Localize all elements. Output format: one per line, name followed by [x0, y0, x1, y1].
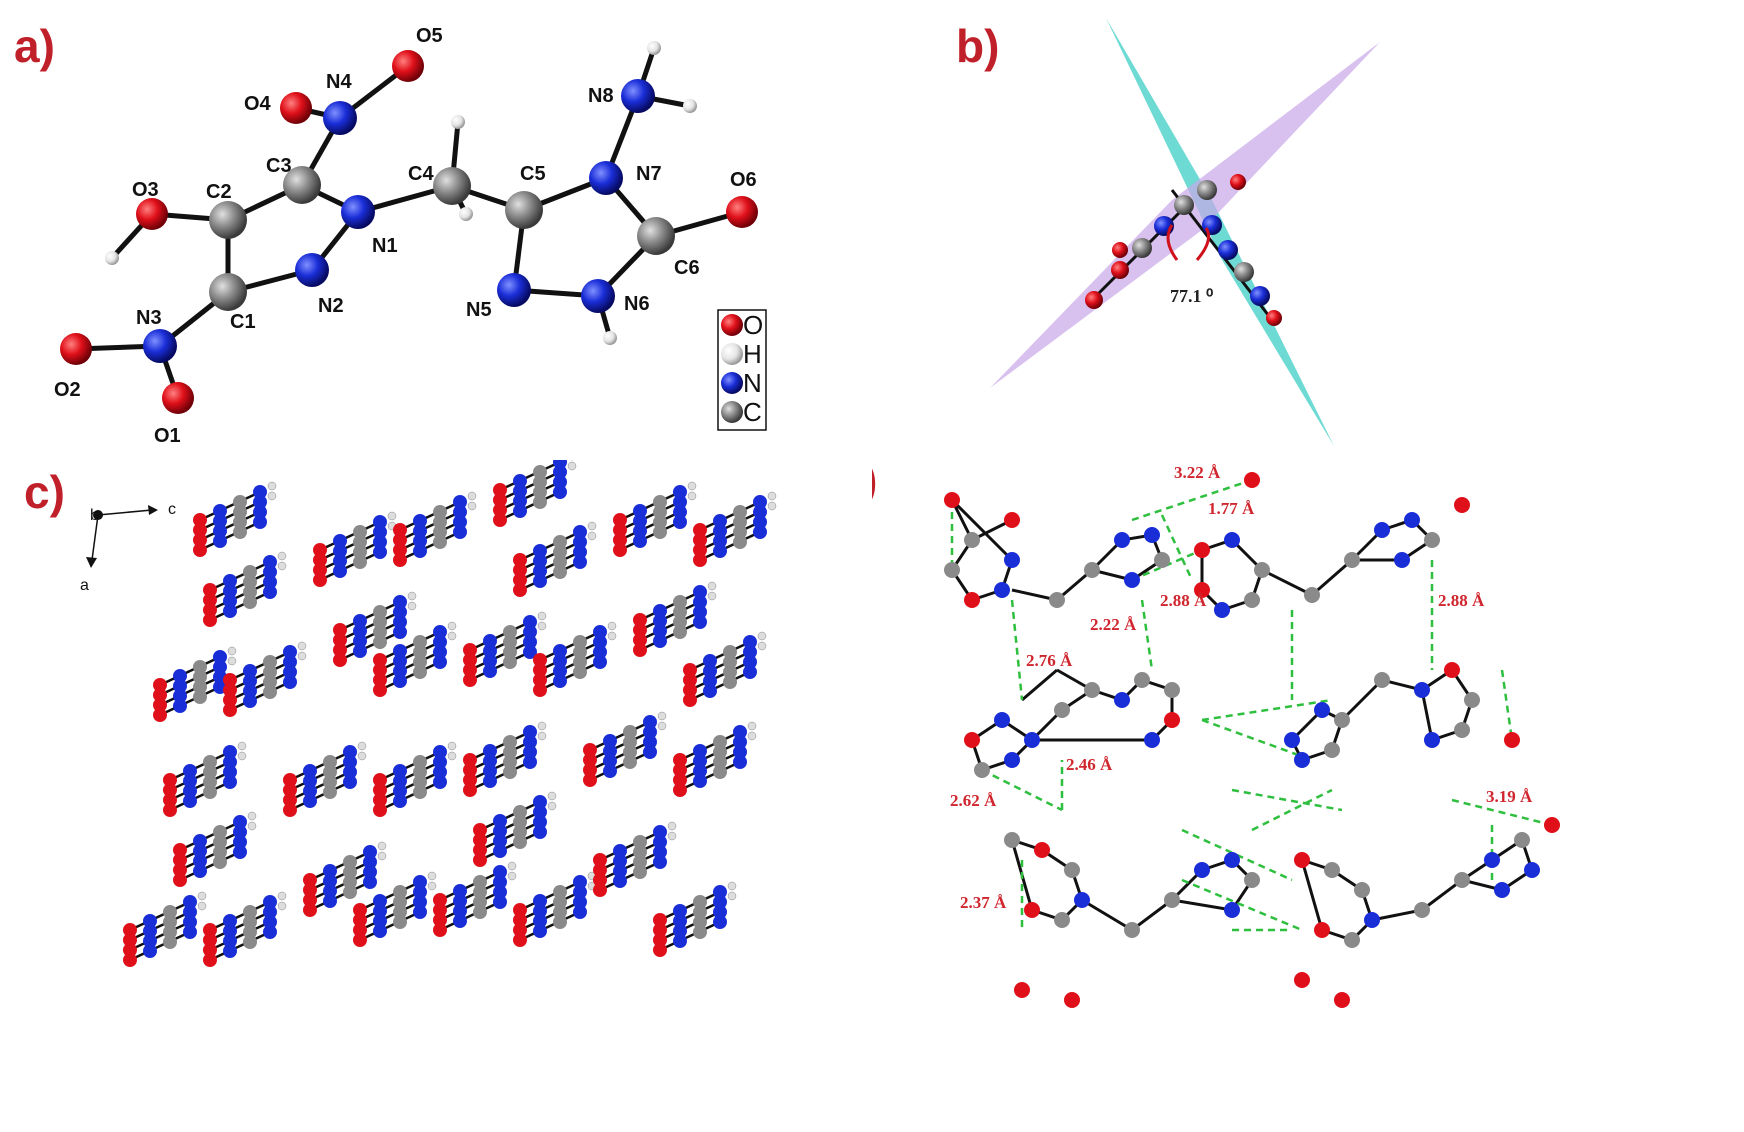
- molecule-stacks: [121, 460, 778, 969]
- panel-b: b) 77.1 ⁰: [872, 0, 1744, 460]
- label-C1: C1: [230, 311, 256, 333]
- distance-label-10: 2.37 Å: [960, 893, 1007, 912]
- atom-O4: [280, 92, 312, 124]
- atom-O1: [162, 382, 194, 414]
- atom-C6: [637, 217, 675, 255]
- distance-label-2: 1.77 Å: [1208, 499, 1255, 518]
- distance-label-3: 2.88 Å: [1160, 591, 1207, 610]
- distance-labels: 3.22 Å 1.77 Å 2.88 Å 2.22 Å 2.88 Å 2.76 …: [950, 463, 1533, 912]
- label-N2: N2: [318, 295, 344, 317]
- atom-H-O3: [105, 251, 119, 265]
- axis-indicator: b c a: [80, 501, 176, 594]
- label-O3: O3: [132, 179, 159, 201]
- plane-teal: [1106, 18, 1334, 446]
- label-O1: O1: [154, 425, 181, 447]
- legend-hydrogen: H: [743, 339, 762, 369]
- panel-d: d): [872, 460, 1744, 1132]
- atom-N3: [143, 329, 177, 363]
- panel-d-label: d): [872, 460, 877, 506]
- atom-N7: [589, 161, 623, 195]
- label-N1: N1: [372, 235, 398, 257]
- atom-N8: [621, 79, 655, 113]
- axis-c-label: c: [168, 501, 176, 518]
- legend-nitrogen: N: [743, 368, 762, 398]
- legend-oxygen: O: [743, 310, 763, 340]
- network-bonds: [950, 498, 1534, 942]
- label-O4: O4: [244, 93, 272, 115]
- legend-carbon: C: [743, 397, 762, 427]
- atom-legend: O H N C: [717, 309, 767, 431]
- atom-H-N8b: [683, 99, 697, 113]
- label-N8: N8: [588, 85, 614, 107]
- atom-H-C4a: [451, 115, 465, 129]
- angle-arc-left: [1166, 224, 1179, 261]
- atom-C3: [283, 166, 321, 204]
- atom-C2: [209, 201, 247, 239]
- panel-c: c) b c a: [0, 460, 872, 1132]
- legend-oxygen-swatch: [721, 314, 743, 336]
- label-O5: O5: [416, 25, 443, 47]
- legend-hydrogen-swatch: [721, 343, 743, 365]
- edge-on-atoms: [1085, 174, 1282, 326]
- atom-N4: [323, 101, 357, 135]
- hbonds: [950, 478, 1553, 932]
- distance-label-9: 3.19 Å: [1486, 787, 1533, 806]
- axis-b-label: b: [90, 507, 99, 524]
- atom-labels: O2 O1 N3 C1 C2 O3 C3 N2 N1 N4 O4 O5 C4 C…: [54, 25, 757, 447]
- dihedral-planes: b) 77.1 ⁰: [956, 18, 1380, 446]
- axis-a-label: a: [80, 577, 89, 594]
- atom-N2: [295, 253, 329, 287]
- distance-label-8: 2.62 Å: [950, 791, 997, 810]
- atom-O5: [392, 50, 424, 82]
- atoms: [60, 41, 758, 414]
- label-O2: O2: [54, 379, 81, 401]
- label-O6: O6: [730, 169, 757, 191]
- atom-H-N6: [603, 331, 617, 345]
- distance-label-5: 2.88 Å: [1438, 591, 1485, 610]
- label-N6: N6: [624, 293, 650, 315]
- legend-carbon-swatch: [721, 401, 743, 423]
- panel-a-label: a): [14, 20, 55, 72]
- atom-O6: [726, 196, 758, 228]
- panel-c-label: c): [24, 466, 65, 518]
- molecule-structure: a): [14, 20, 767, 447]
- network-atoms: [944, 472, 1560, 1008]
- atom-N6: [581, 279, 615, 313]
- panel-b-label: b): [956, 20, 999, 72]
- label-N7: N7: [636, 163, 662, 185]
- label-N3: N3: [136, 307, 162, 329]
- atom-C4: [433, 167, 471, 205]
- distance-label-1: 3.22 Å: [1174, 463, 1221, 482]
- atom-N1: [341, 195, 375, 229]
- label-C6: C6: [674, 257, 700, 279]
- atom-H-C4b: [459, 207, 473, 221]
- label-C4: C4: [408, 163, 434, 185]
- angle-arc-right: [1195, 227, 1210, 261]
- distance-label-6: 2.76 Å: [1026, 651, 1073, 670]
- plane-violet: [990, 42, 1380, 388]
- atom-O2: [60, 333, 92, 365]
- distance-label-4: 2.22 Å: [1090, 615, 1137, 634]
- distance-label-7: 2.46 Å: [1066, 755, 1113, 774]
- label-C5: C5: [520, 163, 546, 185]
- legend-nitrogen-swatch: [721, 372, 743, 394]
- label-C2: C2: [206, 181, 232, 203]
- crystal-packing: c) b c a: [24, 460, 778, 969]
- atom-H-N8a: [647, 41, 661, 55]
- hydrogen-bond-network: d): [872, 460, 1560, 1008]
- label-N4: N4: [326, 71, 352, 93]
- label-N5: N5: [466, 299, 492, 321]
- atom-O3: [136, 198, 168, 230]
- dihedral-angle-label: 77.1 ⁰: [1170, 286, 1213, 306]
- atom-C5: [505, 191, 543, 229]
- atom-C1: [209, 273, 247, 311]
- label-C3: C3: [266, 155, 292, 177]
- panel-a: a): [0, 0, 872, 460]
- atom-N5: [497, 273, 531, 307]
